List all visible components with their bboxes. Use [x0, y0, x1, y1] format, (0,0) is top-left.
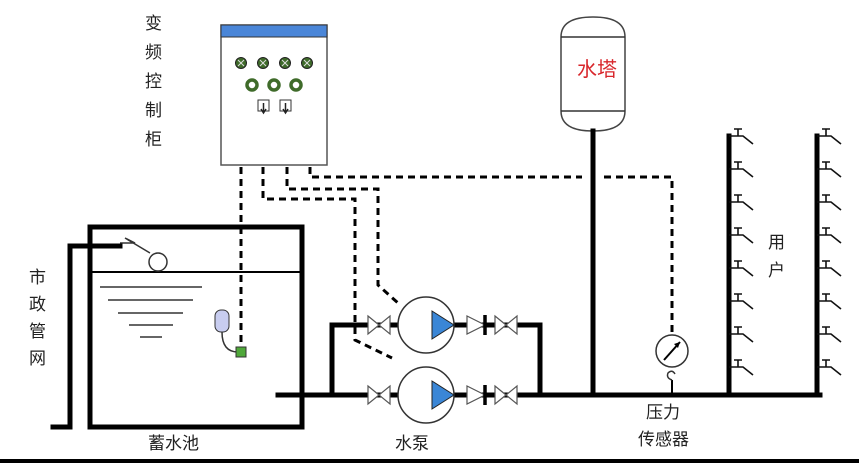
- knob-icon[interactable]: [245, 78, 259, 92]
- check-valve-icon[interactable]: [466, 315, 487, 335]
- cabinet-label-char: 频: [145, 43, 162, 63]
- cabinet-label: 变 频 控 制 柜: [145, 14, 162, 150]
- indicator-lamps: [235, 57, 313, 69]
- pump-icon[interactable]: [397, 296, 455, 354]
- gauge-needle-tip: [674, 342, 680, 348]
- faucet-icon: [817, 227, 842, 244]
- indicator-lamp-icon: [235, 57, 247, 69]
- float-switch-icon: [214, 309, 230, 333]
- gate-valve-icon[interactable]: [494, 314, 518, 336]
- gate-valve-icon[interactable]: [494, 384, 518, 406]
- suction-branch-pipe: [329, 322, 375, 398]
- tank-walls: [87, 224, 305, 430]
- knob-icon[interactable]: [267, 78, 281, 92]
- municipal-inlet-pipe: [50, 243, 123, 430]
- storage-tank: [87, 224, 305, 430]
- control-signal-lines: [239, 167, 674, 360]
- cabinet-body: [220, 24, 328, 166]
- cabinet-label-char: 柜: [145, 130, 162, 150]
- cabinet-label-char: 制: [145, 101, 162, 121]
- indicator-lamp-icon: [279, 57, 291, 69]
- pressure-sensor: 压力 传感器: [638, 334, 689, 450]
- cabinet-header-bar: [220, 24, 328, 38]
- faucet-icon: [817, 326, 842, 343]
- faucet-icon: [729, 194, 754, 211]
- faucet-icon: [729, 128, 754, 145]
- water-surface-lines: [100, 286, 202, 338]
- pump-unit: [367, 366, 518, 424]
- faucet-icon: [817, 194, 842, 211]
- faucet-icon: [729, 293, 754, 310]
- check-valve-icon[interactable]: [466, 385, 487, 405]
- level-sensor-icon: [235, 346, 247, 358]
- water-tower-label: 水塔: [577, 57, 617, 81]
- faucet-icon: [729, 260, 754, 277]
- faucet-icon: [817, 359, 842, 376]
- faucet-icon: [817, 128, 842, 145]
- indicator-lamp-icon: [301, 57, 313, 69]
- municipal-network-label: 市 政 管 网: [29, 268, 46, 369]
- indicator-lamp-icon: [257, 57, 269, 69]
- cabinet-knobs: [245, 78, 303, 92]
- faucet-icon: [817, 260, 842, 277]
- sensor-siphon: [666, 370, 676, 381]
- users-label-char: 户: [768, 261, 785, 281]
- user-risers: 用 户: [726, 128, 842, 398]
- pressure-sensor-label-line2: 传感器: [638, 430, 689, 450]
- signal-line-sensor-b: [604, 175, 674, 333]
- pump-label: 水泵: [395, 434, 429, 454]
- cabinet-label-char: 变: [145, 14, 162, 34]
- storage-tank-label: 蓄水池: [148, 434, 199, 454]
- float-ball-icon: [148, 252, 168, 272]
- users-label-char: 用: [768, 233, 785, 253]
- faucet-icon: [729, 161, 754, 178]
- toggle-switch-icon[interactable]: [257, 99, 270, 115]
- signal-line-pump-1: [285, 167, 400, 305]
- control-cabinet: [220, 24, 328, 166]
- water-tower: 水塔: [560, 16, 626, 396]
- municipal-label-char: 管: [29, 322, 46, 342]
- faucet-icon: [729, 227, 754, 244]
- faucet-icon: [729, 326, 754, 343]
- toggle-switch-icon[interactable]: [279, 99, 292, 115]
- discharge-branch-pipe: [512, 322, 543, 398]
- faucet-icon: [817, 293, 842, 310]
- float-switch-cable: [221, 331, 239, 353]
- faucet-icon: [817, 161, 842, 178]
- cabinet-label-char: 控: [145, 72, 162, 92]
- cabinet-switches: [257, 99, 292, 115]
- pressure-sensor-label-line1: 压力: [646, 403, 680, 423]
- municipal-label-char: 政: [29, 295, 46, 315]
- gate-valve-icon[interactable]: [367, 314, 391, 336]
- faucet-icon: [729, 359, 754, 376]
- float-valve-arm: [120, 237, 151, 254]
- signal-line-sensor-a: [308, 167, 582, 179]
- knob-icon[interactable]: [289, 78, 303, 92]
- signal-line-pump-2: [261, 167, 393, 360]
- pump-unit: [367, 296, 518, 354]
- municipal-label-char: 市: [29, 268, 46, 288]
- faucets: [729, 128, 842, 376]
- gate-valve-icon[interactable]: [367, 384, 391, 406]
- municipal-label-char: 网: [29, 349, 46, 369]
- pump-icon[interactable]: [397, 366, 455, 424]
